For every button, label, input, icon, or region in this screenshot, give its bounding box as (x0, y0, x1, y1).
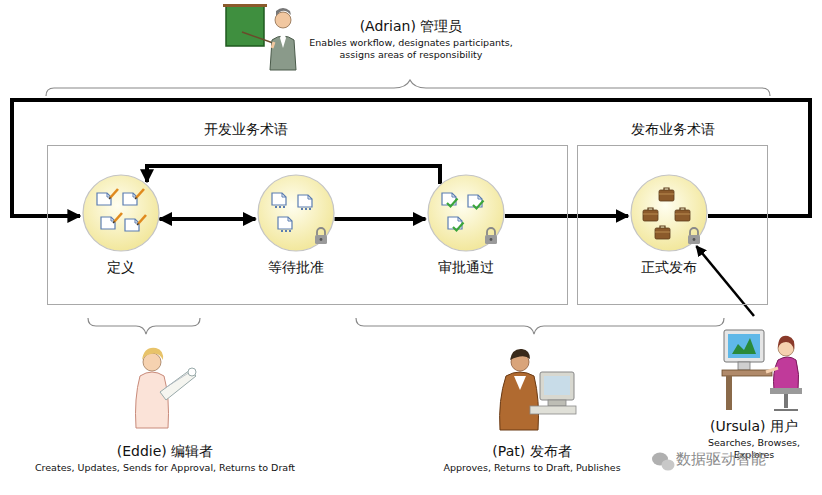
circle-shape (83, 175, 159, 251)
node-title: 正式发布 (641, 259, 697, 277)
state-circle: 等待批准 (256, 173, 336, 253)
circle-outline (81, 173, 161, 253)
watermark: 数据驱动智能 (676, 450, 766, 469)
state-circle: 正式发布 (629, 173, 709, 253)
user-figure (722, 330, 802, 410)
circle-outline (629, 173, 709, 253)
flow-arrow (160, 217, 256, 221)
role-caption: (Ursula) 用户Searches, Browses, Explores (688, 318, 820, 461)
lock-icon (485, 228, 497, 244)
node-title: (Eddie) 编辑者 (15, 443, 315, 460)
state-icon (272, 193, 312, 232)
node-title: 开发业务术语 (204, 121, 288, 139)
flow-arrow (505, 214, 628, 218)
node-title: 等待批准 (268, 259, 324, 277)
admin-figure (223, 4, 296, 70)
role-caption: (Adrian) 管理员 Enables workflow, designates… (295, 18, 527, 61)
publisher-figure (500, 349, 576, 430)
node-title: (Adrian) 管理员 (295, 18, 527, 35)
node-description: Enables workflow, designates participant… (295, 37, 527, 61)
node-title: 发布业务术语 (631, 121, 715, 139)
bracket (46, 80, 770, 334)
editor-figure (136, 348, 197, 428)
circle-outline (426, 173, 506, 253)
node-title: (Ursula) 用户 (688, 418, 820, 435)
node-title: 审批通过 (438, 259, 494, 277)
role-caption: (Eddie) 编辑者 Creates, Updates, Sends for A… (15, 443, 315, 474)
circle-shape (258, 175, 334, 251)
state-icon (97, 189, 146, 231)
lock-icon (688, 228, 700, 244)
state-icon (442, 193, 484, 231)
node-title: (Pat) 发布者 (412, 443, 652, 460)
role-caption: (Pat) 发布者 Approves, Returns to Draft, Pub… (412, 443, 652, 474)
state-circle: 审批通过 (426, 173, 506, 253)
stage-group: 发布业务术语正式发布 (577, 145, 768, 305)
node-title: 定义 (107, 259, 135, 277)
state-icon (643, 188, 690, 239)
flow-arrow (335, 217, 426, 221)
state-circle: 定义 (81, 173, 161, 253)
node-description: Approves, Returns to Draft, Publishes (412, 462, 652, 474)
stage-group: 开发业务术语定义等待批准审批通过 (47, 145, 568, 305)
flow-arrow (696, 246, 754, 316)
circle-outline (256, 173, 336, 253)
circle-shape (631, 175, 707, 251)
lock-icon (315, 228, 327, 244)
circle-shape (428, 175, 504, 251)
node-description: Creates, Updates, Sends for Approval, Re… (15, 462, 315, 474)
watermark-icon (652, 453, 675, 471)
